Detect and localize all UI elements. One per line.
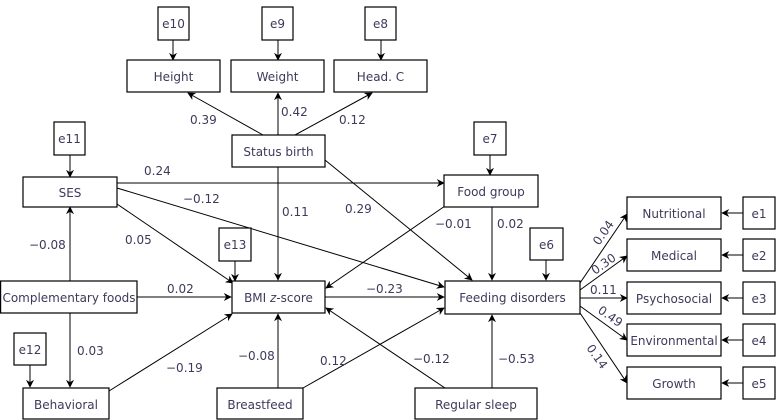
coef-statusbirth-bmi: 0.11 [282, 205, 309, 219]
edge-sleep-bmi [325, 307, 446, 389]
nodes: Height Weight Head. C Status birth SES F… [0, 59, 722, 420]
coef-sleep-feeding: −0.53 [498, 352, 535, 366]
edge-feeding-medical [579, 255, 628, 291]
node-regular-sleep-label: Regular sleep [435, 398, 517, 412]
node-status-birth: Status birth [231, 134, 326, 168]
coef-statusbirth-headc: 0.12 [339, 113, 366, 127]
error-e9-label: e9 [270, 17, 285, 31]
node-height: Height [126, 59, 221, 93]
error-e13: e13 [218, 227, 252, 262]
node-behavioral-label: Behavioral [34, 398, 98, 412]
coef-statusbirth-feeding: 0.29 [345, 202, 372, 216]
node-weight-label: Weight [257, 70, 299, 84]
coef-bmi-feeding: −0.23 [366, 282, 403, 296]
error-terms: e10 e9 e8 e11 e7 e13 e6 e12 e1 e2 e3 e4 … [13, 6, 776, 400]
error-e4-label: e4 [751, 334, 766, 348]
coef-behavioral-bmi: −0.19 [166, 361, 203, 375]
edges [26, 40, 743, 392]
error-e8: e8 [364, 6, 397, 41]
node-medical: Medical [626, 238, 722, 272]
node-weight: Weight [230, 59, 325, 93]
coef-compfoods-behavioral: 0.03 [77, 344, 104, 358]
node-breastfeed: Breastfeed [216, 387, 304, 420]
error-e12: e12 [13, 332, 47, 366]
node-complementary-foods-label: Complementary foods [2, 291, 135, 305]
edge-statusbirth-headc [294, 92, 373, 136]
node-food-group-label: Food group [457, 185, 524, 199]
node-head-c-label: Head. C [357, 70, 404, 84]
error-e1-label: e1 [751, 207, 766, 221]
error-e3: e3 [742, 281, 776, 315]
edge-behavioral-bmi [108, 313, 233, 392]
coef-breastfeed-bmi: −0.08 [238, 349, 275, 363]
edge-feeding-nutritional [579, 213, 628, 284]
error-e4: e4 [742, 323, 776, 357]
node-environmental-label: Environmental [630, 334, 717, 348]
node-behavioral: Behavioral [22, 387, 110, 420]
error-e10: e10 [157, 6, 190, 41]
node-growth-label: Growth [652, 377, 695, 391]
edge-ses-bmi [116, 203, 234, 284]
coef-statusbirth-height: 0.39 [190, 113, 217, 127]
error-e2: e2 [742, 238, 776, 272]
error-e12-label: e12 [19, 343, 42, 357]
node-regular-sleep: Regular sleep [414, 387, 538, 420]
error-e7-label: e7 [482, 132, 497, 146]
coef-compfoods-ses: −0.08 [29, 238, 66, 252]
edge-ses-feeding [116, 187, 445, 289]
coef-foodgroup-bmi: −0.01 [435, 217, 472, 231]
coef-foodgroup-feeding: 0.02 [497, 217, 524, 231]
node-psychosocial-label: Psychosocial [636, 292, 712, 306]
coef-ses-feeding: −0.12 [183, 192, 220, 206]
coef-feeding-psychosocial: 0.11 [590, 283, 617, 297]
node-bmi-z-score-label: BMI z-score [244, 291, 313, 305]
node-ses-label: SES [59, 186, 82, 200]
error-e6: e6 [529, 227, 564, 261]
edge-statusbirth-height [187, 92, 264, 136]
error-e3-label: e3 [751, 292, 766, 306]
coef-ses-bmi: 0.05 [125, 233, 152, 247]
node-nutritional-label: Nutritional [642, 207, 705, 221]
node-bmi-z-score: BMI z-score [231, 280, 326, 314]
error-e11: e11 [53, 121, 86, 156]
error-e6-label: e6 [539, 238, 554, 252]
edge-foodgroup-bmi [325, 205, 446, 289]
node-feeding-disorders: Feeding disorders [444, 280, 581, 315]
edge-feeding-growth [579, 312, 628, 384]
error-e5-label: e5 [751, 377, 766, 391]
edge-statusbirth-feeding [324, 159, 473, 281]
coef-feeding-environmental: 0.49 [595, 303, 625, 330]
error-e11-label: e11 [58, 132, 81, 146]
coef-sleep-bmi: −0.12 [413, 352, 450, 366]
node-height-label: Height [154, 70, 194, 84]
error-e10-label: e10 [162, 17, 185, 31]
node-status-birth-label: Status birth [243, 145, 313, 159]
error-e9: e9 [261, 6, 294, 41]
node-nutritional: Nutritional [626, 196, 722, 230]
error-e7: e7 [473, 121, 507, 156]
edge-breastfeed-feeding [302, 307, 445, 389]
coef-feeding-nutritional: 0.04 [590, 218, 617, 248]
node-head-c: Head. C [333, 59, 428, 93]
error-e2-label: e2 [751, 249, 766, 263]
coef-compfoods-bmi: 0.02 [167, 282, 194, 296]
error-e8-label: e8 [373, 17, 388, 31]
node-ses: SES [22, 176, 118, 208]
node-feeding-disorders-label: Feeding disorders [459, 291, 565, 305]
coef-breastfeed-feeding: 0.12 [320, 354, 347, 368]
coef-statusbirth-weight: 0.42 [281, 105, 308, 119]
node-breastfeed-label: Breastfeed [227, 398, 292, 412]
coef-feeding-growth: 0.14 [584, 342, 611, 372]
error-e13-label: e13 [224, 238, 247, 252]
coef-ses-foodgroup: 0.24 [144, 164, 171, 178]
error-e1: e1 [742, 196, 776, 230]
edge-feeding-environmental [579, 305, 628, 341]
node-complementary-foods: Complementary foods [0, 280, 138, 314]
node-growth: Growth [626, 366, 722, 400]
error-e5: e5 [742, 366, 776, 400]
node-food-group: Food group [443, 174, 539, 208]
node-medical-label: Medical [651, 249, 697, 263]
node-psychosocial: Psychosocial [626, 281, 722, 315]
node-environmental: Environmental [626, 323, 722, 357]
